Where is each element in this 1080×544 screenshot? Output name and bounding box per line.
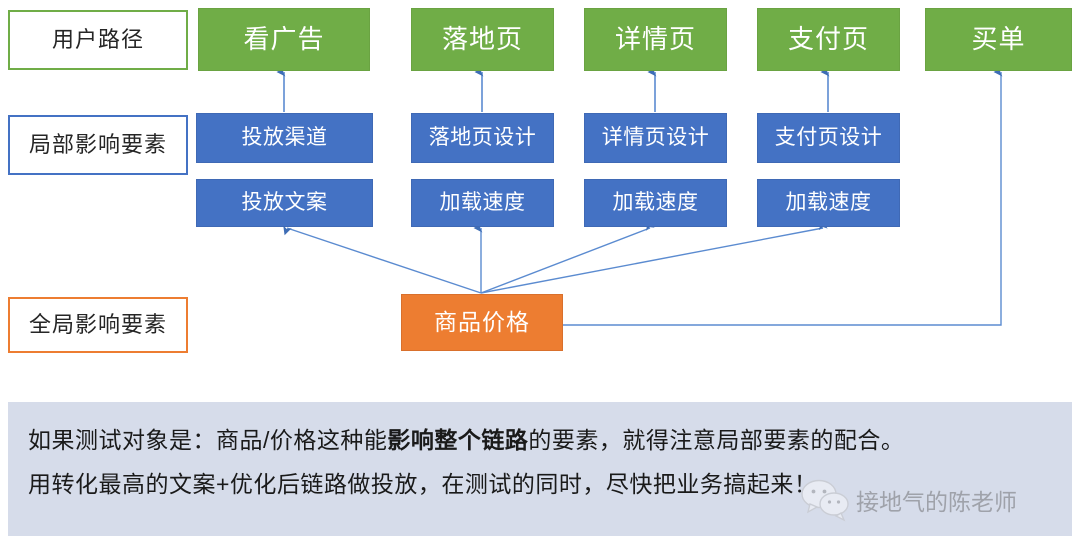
summary-note-panel: 如果测试对象是：商品/价格这种能影响整个链路的要素，就得注意局部要素的配合。 用… [8, 402, 1072, 536]
legend-local-factors-label: 局部影响要素 [28, 131, 167, 157]
legend-global-factors-label: 全局影响要素 [28, 311, 167, 337]
global-factor-label: 商品价格 [434, 308, 530, 335]
legend-local-factors: 局部影响要素 [8, 115, 188, 175]
local-factor-primary-label-3: 详情页设计 [601, 126, 710, 150]
stage-label-5: 买单 [971, 24, 1026, 55]
legend-global-factors: 全局影响要素 [8, 297, 188, 353]
summary-note-line-1: 如果测试对象是：商品/价格这种能影响整个链路的要素，就得注意局部要素的配合。 [28, 418, 1052, 462]
stage-box-5[interactable]: 买单 [925, 8, 1072, 71]
legend-user-path-label: 用户路径 [51, 26, 144, 52]
summary-note-line1-emphasis: 影响整个链路 [387, 427, 529, 453]
stage-box-2[interactable]: 落地页 [411, 8, 554, 71]
stage-label-1: 看广告 [243, 24, 325, 55]
local-factor-primary-label-4: 支付页设计 [774, 126, 883, 150]
stage-box-3[interactable]: 详情页 [584, 8, 727, 71]
local-factor-secondary-label-1: 投放文案 [241, 191, 328, 215]
local-factor-primary-label-1: 投放渠道 [241, 126, 328, 150]
local-factor-primary-label-2: 落地页设计 [428, 126, 537, 150]
summary-note-line1-part-a: 如果测试对象是：商品/价格这种能 [28, 427, 388, 453]
local-factor-secondary-4[interactable]: 加载速度 [757, 179, 900, 227]
stage-box-1[interactable]: 看广告 [198, 8, 370, 71]
local-factor-secondary-3[interactable]: 加载速度 [584, 179, 727, 227]
summary-note-line1-part-b: 的要素，就得注意局部要素的配合。 [528, 427, 905, 453]
legend-user-path: 用户路径 [8, 10, 188, 70]
global-factor-fan-arrows [283, 220, 828, 294]
summary-note-line-2: 用转化最高的文案+优化后链路做投放，在测试的同时，尽快把业务搞起来！ [28, 471, 818, 497]
local-factor-primary-3[interactable]: 详情页设计 [584, 113, 727, 163]
local-factor-primary-1[interactable]: 投放渠道 [196, 113, 373, 163]
stage-label-4: 支付页 [787, 24, 869, 55]
local-factor-secondary-label-4: 加载速度 [785, 191, 872, 215]
local-factor-primary-2[interactable]: 落地页设计 [411, 113, 554, 163]
global-factor-box[interactable]: 商品价格 [401, 294, 563, 351]
local-factor-secondary-label-2: 加载速度 [439, 191, 526, 215]
local-factor-secondary-2[interactable]: 加载速度 [411, 179, 554, 227]
factor-to-stage-arrows [276, 67, 830, 112]
local-factor-secondary-label-3: 加载速度 [612, 191, 699, 215]
local-factor-primary-4[interactable]: 支付页设计 [757, 113, 900, 163]
local-factor-secondary-1[interactable]: 投放文案 [196, 179, 373, 227]
stage-label-2: 落地页 [441, 24, 523, 55]
stage-label-3: 详情页 [614, 24, 696, 55]
stage-box-4[interactable]: 支付页 [757, 8, 900, 71]
